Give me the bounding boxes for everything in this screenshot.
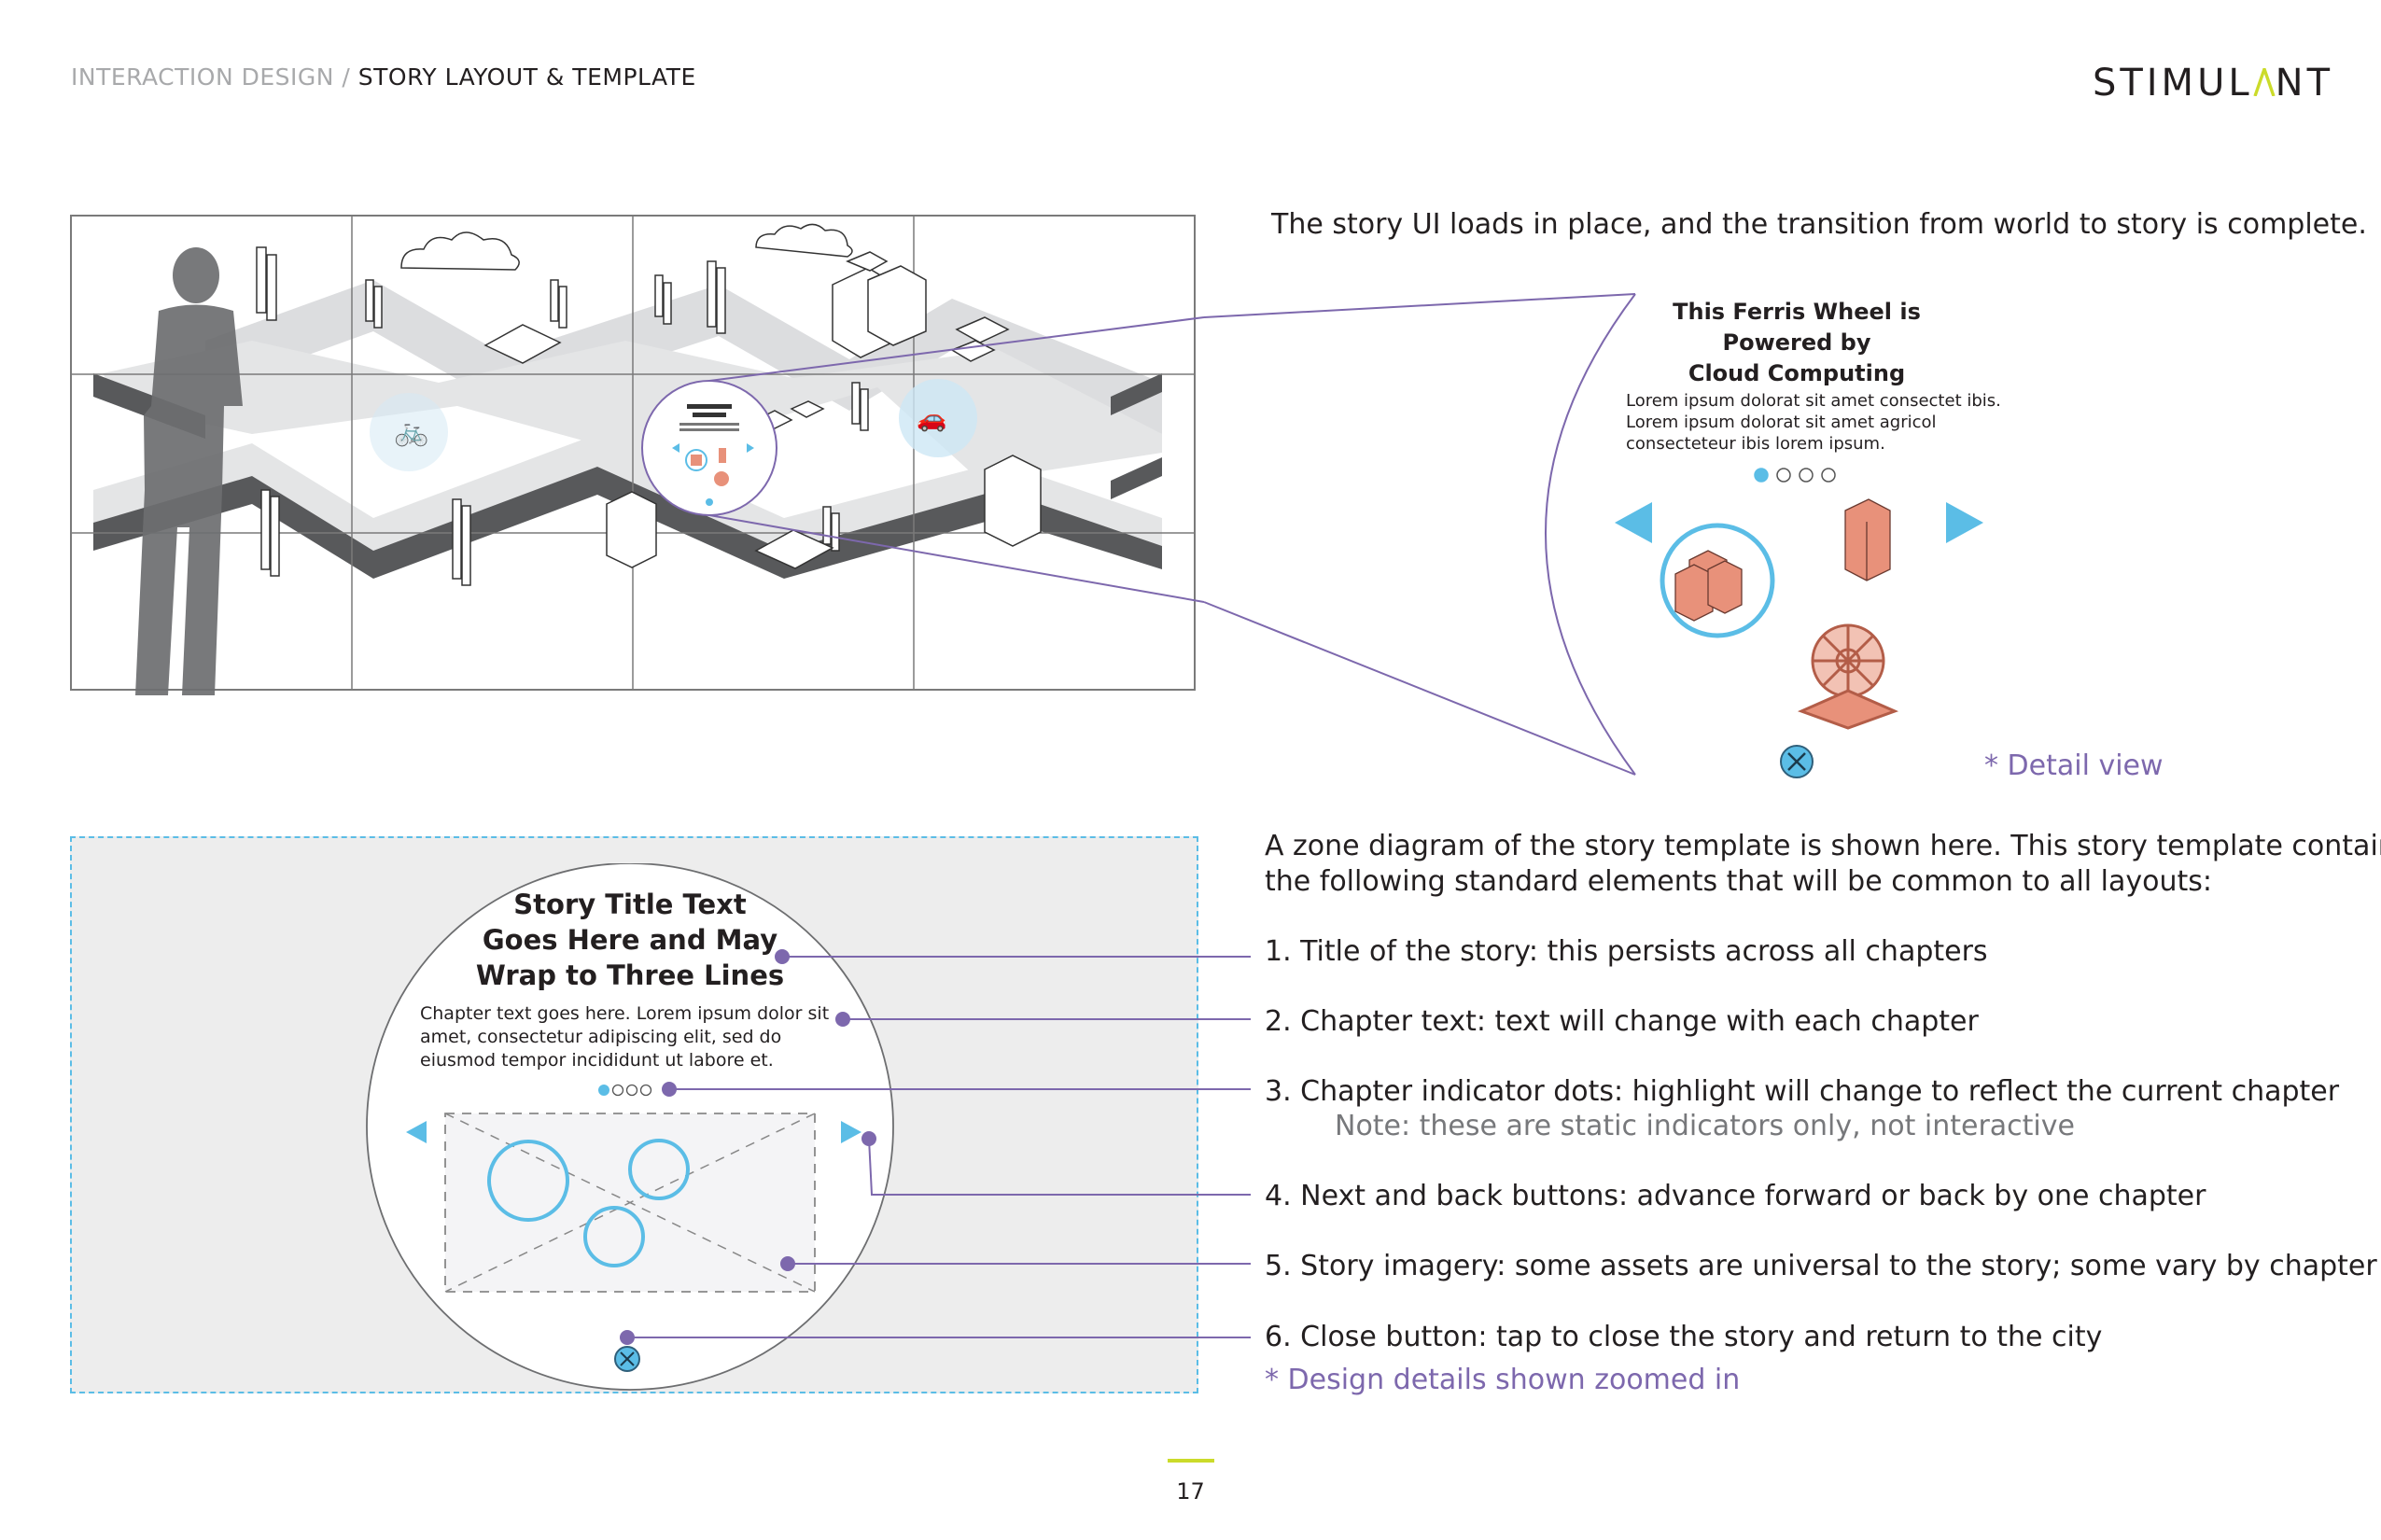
city-lower-platform [93, 434, 1162, 551]
cloud-icon [755, 223, 853, 258]
person-silhouette-icon [135, 247, 243, 695]
template-title-line: Story Title Text [513, 889, 747, 920]
tower-asset-icon [1844, 498, 1891, 581]
bicycle-icon: 🚲 [394, 415, 428, 448]
chapter-text-line: Chapter text goes here. Lorem ipsum dolo… [420, 1003, 830, 1024]
detail-body-line: consecteteur ibis lorem ipsum. [1626, 434, 1885, 454]
chapter-indicator-dots [1754, 468, 1836, 483]
detail-title-line: Powered by [1722, 329, 1871, 356]
back-arrow-icon [1615, 502, 1652, 543]
next-arrow-icon [1946, 502, 1983, 543]
breadcrumb-separator: / [342, 63, 351, 91]
template-chapter-text: Chapter text goes here. Lorem ipsum dolo… [420, 1002, 829, 1072]
ferris-wheel-asset-icon [1797, 623, 1899, 730]
detail-body: Lorem ipsum dolorat sit amet consectet i… [1626, 390, 2001, 455]
video-wall-illustration: 🚲 🚗 [70, 215, 1204, 695]
zone-intro: A zone diagram of the story template is … [1265, 829, 2381, 900]
top-caption: The story UI loads in place, and the tra… [1271, 208, 2367, 241]
detail-body-line: Lorem ipsum dolorat sit amet agricol [1626, 413, 1937, 432]
back-arrow-icon [406, 1121, 427, 1143]
detail-body-line: Lorem ipsum dolorat sit amet consectet i… [1626, 391, 2001, 411]
detail-view-label: * Detail view [1984, 749, 2164, 782]
chapter-text-line: amet, consectetur adipiscing elit, sed d… [420, 1027, 782, 1047]
chapter-text-line: eiusmod tempor incididunt ut labore et. [420, 1050, 774, 1071]
zone-intro-line: the following standard elements that wil… [1265, 865, 2213, 898]
car-icon: 🚗 [917, 405, 946, 433]
page-number: 17 [1176, 1478, 1205, 1505]
logo-text-right: NT [2275, 62, 2333, 105]
page-number-accent [1168, 1459, 1214, 1463]
zone-item-chapter-text: 2. Chapter text: text will change with e… [1265, 1005, 1979, 1038]
zone-item-indicator-dots: 3. Chapter indicator dots: highlight wil… [1265, 1075, 2340, 1108]
breadcrumb-page: STORY LAYOUT & TEMPLATE [357, 63, 696, 91]
breadcrumb-section: INTERACTION DESIGN [71, 63, 334, 91]
zone-item-imagery: 5. Story imagery: some assets are univer… [1265, 1250, 2377, 1282]
logo-text-left: STIMUL [2092, 62, 2253, 105]
zone-intro-line: A zone diagram of the story template is … [1265, 830, 2381, 862]
zone-item-indicator-note: Note: these are static indicators only, … [1335, 1110, 2075, 1142]
breadcrumb: INTERACTION DESIGN / STORY LAYOUT & TEMP… [71, 63, 696, 91]
template-title-line: Wrap to Three Lines [475, 959, 785, 991]
template-title-line: Goes Here and May [482, 924, 778, 956]
logo-accent-icon [2253, 68, 2276, 96]
buildings-asset-icon [1674, 550, 1743, 622]
zone-item-next-back: 4. Next and back buttons: advance forwar… [1265, 1180, 2206, 1212]
template-story-title: Story Title Text Goes Here and May Wrap … [439, 887, 821, 993]
next-arrow-icon [841, 1121, 861, 1143]
stimulant-logo: STIMUL NT [2093, 62, 2333, 105]
detail-view-ui [1615, 468, 1983, 778]
zone-item-title: 1. Title of the story: this persists acr… [1265, 935, 1988, 968]
zone-footnote: * Design details shown zoomed in [1265, 1364, 1741, 1396]
detail-title-line: Cloud Computing [1688, 360, 1906, 386]
detail-title: This Ferris Wheel is Powered by Cloud Co… [1629, 297, 1965, 389]
story-template-circle [366, 863, 894, 1391]
zone-item-close: 6. Close button: tap to close the story … [1265, 1321, 2103, 1353]
chapter-indicator-dots [598, 1084, 652, 1097]
detail-title-line: This Ferris Wheel is [1673, 299, 1921, 325]
cloud-icon [400, 231, 520, 271]
